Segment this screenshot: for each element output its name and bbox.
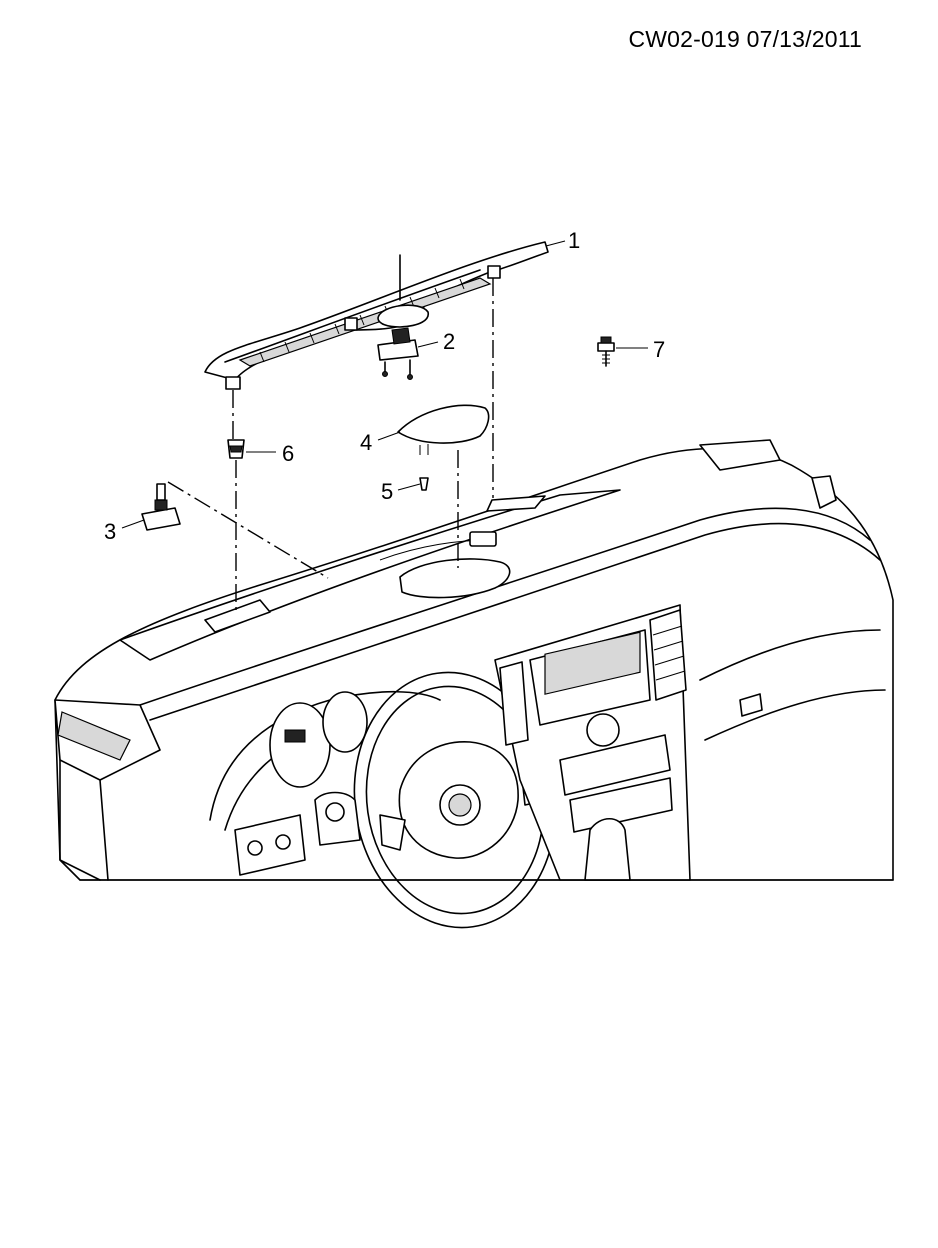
document-code: CW02-019 07/13/2011 (628, 26, 862, 52)
part-1-grille-panel (204, 241, 549, 390)
leader-lines (121, 240, 648, 529)
assembly-lines (167, 278, 494, 612)
part-2-bracket (377, 327, 419, 380)
part-6-retainer (227, 439, 245, 459)
steering-wheel (353, 671, 557, 929)
part-7-bolt (597, 336, 615, 367)
instrument-panel (54, 439, 894, 929)
callout-1: 1 (568, 228, 580, 253)
part-4-cover (397, 404, 490, 455)
callout-5: 5 (381, 479, 393, 504)
callout-3: 3 (104, 519, 116, 544)
callout-7: 7 (653, 337, 665, 362)
callout-6: 6 (282, 441, 294, 466)
center-stack (494, 604, 691, 881)
part-3-sensor (141, 483, 181, 531)
part-5-clip (419, 477, 429, 491)
callout-2: 2 (443, 329, 455, 354)
callout-4: 4 (360, 430, 372, 455)
